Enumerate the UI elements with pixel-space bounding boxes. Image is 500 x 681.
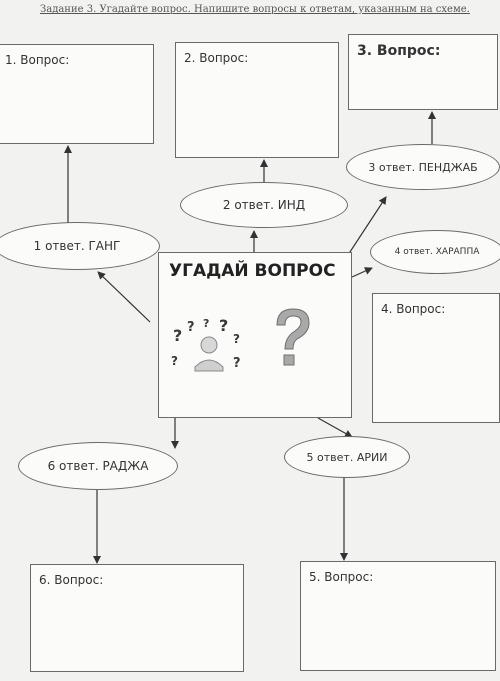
question-label-5: 5. Вопрос: xyxy=(309,570,374,584)
answer-ellipse-5: 5 ответ. АРИИ xyxy=(284,436,410,478)
question-label-4: 4. Вопрос: xyxy=(381,302,446,316)
answer-ellipse-3: 3 ответ. ПЕНДЖАБ xyxy=(346,144,500,190)
answer-text-4: 4 ответ. ХАРАППА xyxy=(394,247,480,257)
arrow-center-to-a3 xyxy=(345,196,387,259)
answer-text-6: 6 ответ. РАДЖА xyxy=(47,459,149,473)
question-mark-icon xyxy=(276,308,310,366)
question-label-2: 2. Вопрос: xyxy=(184,51,249,65)
center-title: УГАДАЙ ВОПРОС xyxy=(169,261,336,281)
arrow-center-to-a4 xyxy=(351,267,373,278)
center-box: УГАДАЙ ВОПРОС ? ? ? ? ? ? ? xyxy=(158,252,352,418)
question-box-5[interactable]: 5. Вопрос: xyxy=(300,561,496,671)
confused-person-icon: ? ? ? ? ? ? ? xyxy=(171,316,241,372)
answer-ellipse-1: 1 ответ. ГАНГ xyxy=(0,222,160,270)
svg-text:?: ? xyxy=(187,320,195,335)
svg-text:?: ? xyxy=(219,316,228,335)
svg-text:?: ? xyxy=(203,317,209,330)
answer-text-2: 2 ответ. ИНД xyxy=(222,198,306,212)
question-box-2[interactable]: 2. Вопрос: xyxy=(175,42,339,158)
question-label-3: 3. Вопрос: xyxy=(357,43,441,59)
question-label-6: 6. Вопрос: xyxy=(39,573,104,587)
answer-ellipse-6: 6 ответ. РАДЖА xyxy=(18,442,178,490)
arrow-center-to-a1 xyxy=(97,271,151,323)
svg-text:?: ? xyxy=(233,356,241,371)
svg-text:?: ? xyxy=(171,354,178,368)
question-box-1[interactable]: 1. Вопрос: xyxy=(0,44,154,144)
answer-text-1: 1 ответ. ГАНГ xyxy=(33,239,121,253)
svg-text:?: ? xyxy=(173,326,182,345)
question-box-3[interactable]: 3. Вопрос: xyxy=(348,34,498,110)
svg-text:?: ? xyxy=(233,332,240,346)
task-header: Задание 3. Угадайте вопрос. Напишите воп… xyxy=(40,4,470,15)
answer-ellipse-4: 4 ответ. ХАРАППА xyxy=(370,230,500,274)
question-label-1: 1. Вопрос: xyxy=(5,53,70,67)
question-box-6[interactable]: 6. Вопрос: xyxy=(30,564,244,672)
answer-text-5: 5 ответ. АРИИ xyxy=(306,450,388,464)
answer-text-3: 3 ответ. ПЕНДЖАБ xyxy=(368,160,478,174)
answer-ellipse-2: 2 ответ. ИНД xyxy=(180,182,348,228)
question-box-4[interactable]: 4. Вопрос: xyxy=(372,293,500,423)
arrow-center-to-a5 xyxy=(317,417,353,438)
